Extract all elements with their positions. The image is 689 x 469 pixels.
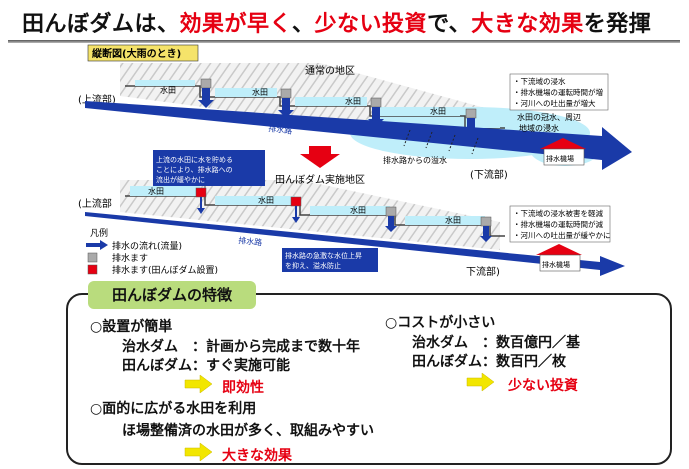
section-label: 縦断図(大雨のとき) <box>92 47 181 60</box>
flood-label-2: 地域の浸水 <box>519 123 559 133</box>
legend-box-dam-icon <box>87 264 98 275</box>
upper-pump-house <box>540 138 586 166</box>
lower-effect-2: ・排水機場の運転時間が減 <box>513 219 603 229</box>
simple-line-2: 田んぼダム：すぐ実施可能 <box>122 358 290 374</box>
lower-downstream-label: 下流部) <box>466 265 500 278</box>
page-title: 田んぼダムは、効果が早く、少ない投資で、大きな効果を発揮 <box>22 12 652 37</box>
lower-note-upper-1: 上流の水田に水を貯める <box>156 155 233 164</box>
cost-line-2: 田んぼダム：数百円／枚 <box>412 354 566 370</box>
lower-drain-flow-arrow <box>85 212 625 276</box>
lower-note-lower-1: 排水路の急激な水位上昇 <box>285 251 362 260</box>
lower-note-upper-2: ことにより、排水路への <box>156 165 233 174</box>
lower-pump-label: 排水機場 <box>542 260 570 269</box>
lower-terraces <box>125 186 505 237</box>
simple-heading: ○設置が簡単 <box>90 319 173 335</box>
area-result: 大きな効果 <box>222 448 292 464</box>
lower-effects-box <box>509 205 611 243</box>
upper-downstream-label: (下流部) <box>470 168 508 181</box>
legend-box-label: 排水ます <box>112 252 148 264</box>
cost-heading: ○コストが小さい <box>385 315 496 331</box>
section-label-box <box>87 44 199 62</box>
lower-pump-house <box>536 244 582 272</box>
legend-title: 凡例 <box>90 227 108 239</box>
upper-pump-label: 排水機場 <box>546 154 574 163</box>
lower-drain-label: 排水路 <box>238 235 263 247</box>
cost-result: 少ない投資 <box>508 378 578 394</box>
upper-paddy-label-1: 水田 <box>160 85 176 95</box>
legend-flow-icon <box>86 240 108 250</box>
lower-effect-3: ・河川への吐出量が緩やかに <box>513 230 611 240</box>
lower-paddy-label-4: 水田 <box>445 215 461 225</box>
simple-result: 即効性 <box>222 380 264 396</box>
overflow-label: 排水路からの溢水 <box>383 155 447 165</box>
features-title: 田んぼダムの特徴 <box>88 281 256 309</box>
area-heading: ○面的に広がる水田を利用 <box>90 401 257 417</box>
area-line-1: ほ場整備済の水田が多く、取組みやすい <box>122 423 374 439</box>
lower-effect-1: ・下流域の浸水被害を軽減 <box>513 208 603 218</box>
upper-paddy-label-2: 水田 <box>252 87 268 97</box>
lower-note-lower-box <box>282 248 378 272</box>
upper-district-label: 通常の地区 <box>305 64 355 77</box>
upper-effect-3: ・河川への吐出量が増大 <box>513 98 596 108</box>
lower-note-upper-box <box>153 150 265 186</box>
upper-paddy-label-3: 水田 <box>345 96 361 106</box>
simple-line-1: 治水ダム ：計画から完成まで数十年 <box>122 339 360 355</box>
lower-paddy-label-3: 水田 <box>350 205 366 215</box>
lower-note-lower-2: を抑え、溢水防止 <box>285 261 341 270</box>
lower-upstream-label: (上流部 <box>78 197 112 210</box>
title-underline <box>8 40 680 43</box>
cost-line-1: 治水ダム ：数百億円／基 <box>412 335 580 351</box>
flood-label-1: 水田の冠水、周辺 <box>517 112 581 122</box>
legend-flow-label: 排水の流れ(流量) <box>112 240 182 252</box>
upper-drain-label: 排水路 <box>268 123 293 136</box>
upper-effect-1: ・下流域の浸水 <box>513 76 566 86</box>
upper-effect-2: ・排水機場の運転時間が増 <box>513 87 603 97</box>
upper-paddy-label-4: 水田 <box>430 106 446 116</box>
lower-outflow-arrows <box>197 197 492 242</box>
legend-box-icon <box>87 252 98 263</box>
upper-drain-flow-arrow <box>85 101 632 170</box>
overflow-arrows <box>403 129 479 155</box>
lower-district-label: 田んぼダム実施地区 <box>275 173 365 186</box>
lower-paddy-label-2: 水田 <box>258 195 274 205</box>
cost-result-arrow <box>466 372 495 392</box>
simple-result-arrow <box>184 374 213 394</box>
upper-terraces <box>125 80 505 129</box>
transition-arrow <box>300 146 340 168</box>
legend-box-dam-label: 排水ます(田んぼダム設置) <box>112 264 218 276</box>
area-result-arrow <box>184 442 213 462</box>
lower-paddy-label-1: 水田 <box>148 186 164 196</box>
features-box <box>66 293 672 465</box>
upper-effects-box <box>509 73 609 111</box>
lower-note-upper-3: 流出が緩やかに <box>156 175 205 184</box>
legend: 凡例 排水の流れ(流量) 排水ます 排水ます(田んぼダム設置) <box>86 227 218 276</box>
